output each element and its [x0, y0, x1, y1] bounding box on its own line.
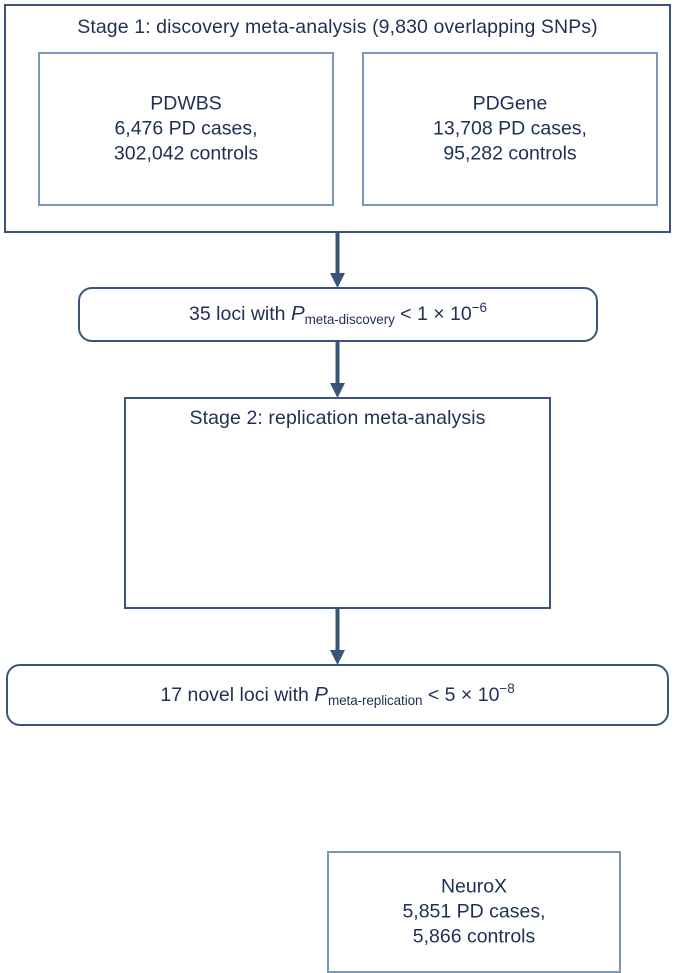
discovery-exponent: −6: [471, 300, 487, 316]
stage-1-container: Stage 1: discovery meta-analysis (9,830 …: [4, 4, 671, 233]
discovery-p-symbol: P: [290, 302, 305, 326]
final-result-box: 17 novel loci with Pmeta-replication < 5…: [6, 664, 669, 726]
cohort-pdgene-text: PDGene 13,708 PD cases, 95,282 controls: [364, 92, 656, 167]
cohort-box-pdgene: PDGene 13,708 PD cases, 95,282 controls: [362, 52, 658, 206]
discovery-comparator: < 1 × 10: [394, 303, 472, 326]
arrow-stage1-to-discovery-icon: [329, 232, 346, 289]
final-p-subscript: meta-replication: [327, 692, 423, 708]
final-exponent: −8: [499, 680, 515, 696]
arrow-discovery-to-stage2-icon: [329, 341, 346, 399]
cohort-pdgene-name: PDGene: [472, 92, 548, 115]
flowchart-canvas: Stage 1: discovery meta-analysis (9,830 …: [4, 4, 671, 973]
cohort-pdgene-cases: 13,708 PD cases,: [433, 117, 587, 140]
stage-1-title: Stage 1: discovery meta-analysis (9,830 …: [77, 16, 598, 38]
discovery-result-text: 35 loci with Pmeta-discovery < 1 × 10−6: [189, 301, 487, 328]
final-result-text: 17 novel loci with Pmeta-replication < 5…: [160, 682, 514, 708]
discovery-p-subscript: meta-discovery: [304, 312, 395, 328]
discovery-result-box: 35 loci with Pmeta-discovery < 1 × 10−6: [78, 287, 598, 342]
arrow-stage2-to-final-icon: [329, 608, 346, 666]
cohort-box-neurox: NeuroX 5,851 PD cases, 5,866 controls: [327, 851, 621, 973]
final-comparator: < 5 × 10: [422, 683, 500, 706]
cohort-pdwbs-cases: 6,476 PD cases,: [114, 117, 258, 140]
discovery-lead-label: 35 loci with: [189, 303, 291, 326]
cohort-box-pdwbs: PDWBS 6,476 PD cases, 302,042 controls: [38, 52, 334, 206]
cohort-pdwbs-name: PDWBS: [150, 92, 222, 115]
cohort-neurox-text: NeuroX 5,851 PD cases, 5,866 controls: [329, 875, 619, 950]
cohort-neurox-controls: 5,866 controls: [412, 925, 536, 948]
cohort-neurox-name: NeuroX: [440, 875, 508, 898]
cohort-pdwbs-controls: 302,042 controls: [113, 142, 259, 165]
final-p-symbol: P: [314, 682, 328, 706]
stage-2-container: Stage 2: replication meta-analysis Neuro…: [124, 397, 621, 973]
final-lead-label: 17 novel loci with: [160, 683, 315, 706]
cohort-pdgene-controls: 95,282 controls: [443, 142, 577, 165]
stage-2-title: Stage 2: replication meta-analysis: [189, 407, 486, 429]
cohort-neurox-cases: 5,851 PD cases,: [402, 900, 546, 923]
cohort-pdwbs-text: PDWBS 6,476 PD cases, 302,042 controls: [40, 92, 332, 167]
